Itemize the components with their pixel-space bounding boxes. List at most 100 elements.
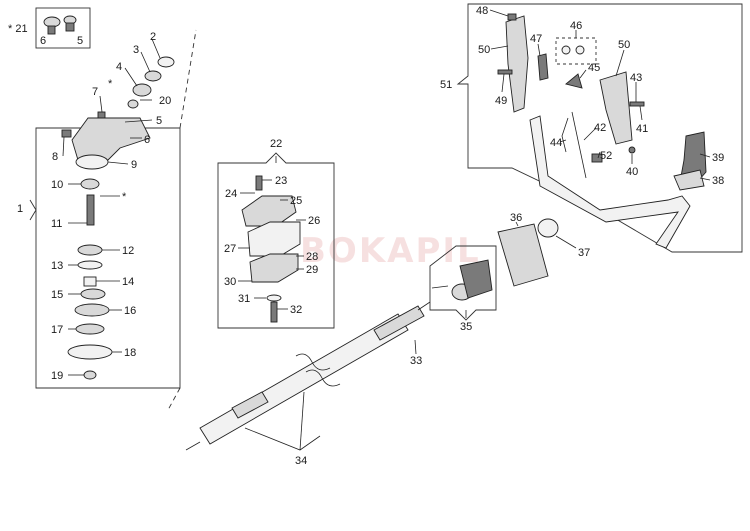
trigger-47-part [537,53,549,81]
handle-kit-frame [456,3,743,253]
label-46: 46 [570,20,582,32]
label-30: 30 [224,276,236,288]
nut-40-part [628,146,636,154]
label-18: 18 [124,347,136,359]
label-star-2: * [122,191,127,203]
throttle-holder-group [429,218,577,321]
screw-48-part [507,13,517,21]
label-20: 20 [159,95,171,107]
bolt-35-part [431,285,449,289]
label-42: 42 [594,122,606,134]
leader-50a [490,45,509,50]
label-5b: 5 [156,115,162,127]
cable-44-part [561,117,569,153]
shaft-tube-34 [199,313,409,445]
label-21: * 21 [8,23,28,35]
pinion-shaft-part [65,22,75,32]
watermark-text: BOKAPIL [300,231,481,271]
bevel-gear-part [43,16,61,28]
label-51: 51 [440,79,452,91]
clamp-top-part [241,195,297,227]
label-layer: * 21 6 5 2 3 4 * 7 20 5 6 8 9 10 * 1 11 … [8,5,724,467]
label-43: 43 [630,72,642,84]
screw-8-part [61,129,72,138]
leader-5b [124,119,153,123]
clamp-middle-part [247,221,301,257]
label-19: 19 [51,370,63,382]
leader-33 [414,339,417,355]
switch-kit-46-frame [555,37,597,65]
label-49: 49 [495,95,507,107]
bearing-10-part [80,178,100,190]
throttle-holder-35 [459,259,493,299]
foam-grip-36 [497,223,549,287]
label-6b: 6 [144,134,150,146]
leader-41 [639,105,643,121]
circlip-part [157,56,175,68]
throttle-handle-left-50 [505,15,529,113]
clip-52-part [591,153,603,163]
label-24: 24 [225,188,237,200]
label-28: 28 [306,251,318,263]
leader-7 [99,95,103,113]
guard-cup-18-part [67,344,113,360]
seal-part [144,70,162,82]
screw-49-part [497,69,513,75]
support-flange-16-part [74,303,110,317]
handle-bar-part [529,115,691,249]
label-26: 26 [308,215,320,227]
clamp-ring-37 [537,218,559,238]
label-33: 33 [410,355,422,367]
switch-part-b [575,45,585,55]
drive-shaft-33 [373,305,425,341]
shaft-coupling-part [231,391,269,419]
label-2: 2 [150,31,156,43]
gearhead-frame-dash-top [179,29,197,129]
leader-48 [489,9,509,17]
label-35: 35 [460,321,472,333]
leader-37 [555,235,577,249]
label-37: 37 [578,247,590,259]
label-11: 11 [51,218,62,230]
clamp-kit-frame [217,152,335,329]
label-47: 47 [530,33,542,45]
leader-8 [62,136,65,157]
label-12: 12 [122,245,134,257]
shaft-tip-34 [185,441,201,451]
label-41: 41 [636,123,648,135]
label-7: 7 [92,86,98,98]
kit-21-frame [35,7,91,49]
gearhead-frame-dash-bottom [167,387,181,411]
label-8: 8 [52,151,58,163]
leader-3 [140,51,151,73]
label-32: 32 [290,304,302,316]
label-13: 13 [51,260,63,272]
throttle-handle-right-50 [599,71,633,145]
lever-45-part [565,73,583,89]
grip-end-38 [673,169,705,191]
label-1: 1 [17,203,23,215]
gear-housing-part [71,117,151,161]
label-6a: 6 [40,35,46,47]
leader-44 [559,139,567,143]
shaft-break-mark-2 [305,369,341,387]
label-22: 22 [270,138,282,150]
clamp-bottom-part [249,253,299,283]
leader-34a [244,427,321,451]
leader-38 [699,177,711,181]
leader-52 [597,151,601,159]
label-star-1: * [108,78,113,90]
leader-34b [299,391,305,451]
label-4: 4 [116,61,122,73]
label-10: 10 [51,179,63,191]
handle-group [456,3,743,253]
bearing-part [132,83,152,97]
nut-19-part [83,370,97,380]
bolt-32-part [270,301,278,323]
label-39: 39 [712,152,724,164]
leader-39 [699,153,711,158]
switch-part-a [561,45,571,55]
clamp-group [217,152,335,329]
label-16: 16 [124,305,136,317]
